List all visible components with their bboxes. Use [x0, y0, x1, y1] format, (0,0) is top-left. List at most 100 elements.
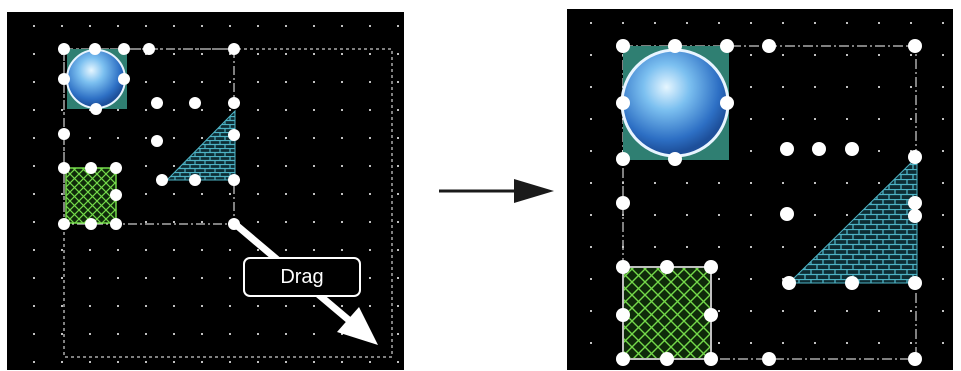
- grid-dot: [61, 333, 63, 335]
- grid-dot: [285, 221, 287, 223]
- grid-dot: [313, 165, 315, 167]
- crosshatch-square-icon[interactable]: [65, 167, 117, 224]
- selection-handle[interactable]: [704, 260, 718, 274]
- selection-handle[interactable]: [228, 43, 240, 55]
- brick-triangle-icon[interactable]: [165, 109, 236, 181]
- grid-dot: [397, 333, 399, 335]
- grid-dot: [285, 305, 287, 307]
- circle-object[interactable]: [620, 46, 730, 160]
- selection-handle[interactable]: [118, 73, 130, 85]
- grid-dot: [397, 221, 399, 223]
- selection-handle[interactable]: [151, 97, 163, 109]
- selection-handle[interactable]: [908, 196, 922, 210]
- selection-handle[interactable]: [616, 308, 630, 322]
- selection-handle[interactable]: [704, 352, 718, 366]
- grid-dot: [910, 22, 912, 24]
- grid-dot: [145, 193, 147, 195]
- selection-handle[interactable]: [58, 162, 70, 174]
- grid-dot: [814, 22, 816, 24]
- selection-handle[interactable]: [156, 174, 168, 186]
- selection-handle[interactable]: [616, 196, 630, 210]
- selection-handle[interactable]: [720, 96, 734, 110]
- selection-handle[interactable]: [762, 352, 776, 366]
- grid-dot: [397, 165, 399, 167]
- selection-handle[interactable]: [118, 43, 130, 55]
- selection-handle[interactable]: [228, 97, 240, 109]
- selection-handle[interactable]: [616, 352, 630, 366]
- selection-handle[interactable]: [85, 218, 97, 230]
- selection-handle[interactable]: [228, 174, 240, 186]
- selection-handle[interactable]: [908, 352, 922, 366]
- selection-handle[interactable]: [812, 142, 826, 156]
- grid-dot: [590, 54, 592, 56]
- selection-handle[interactable]: [780, 207, 794, 221]
- selection-handle[interactable]: [89, 43, 101, 55]
- selection-handle[interactable]: [58, 73, 70, 85]
- grid-dot: [814, 54, 816, 56]
- selection-handle[interactable]: [762, 39, 776, 53]
- grid-dot: [910, 118, 912, 120]
- selection-handle[interactable]: [58, 218, 70, 230]
- grid-dot: [782, 182, 784, 184]
- selection-handle[interactable]: [616, 96, 630, 110]
- grid-dot: [782, 54, 784, 56]
- selection-handle[interactable]: [90, 103, 102, 115]
- selection-handle[interactable]: [782, 276, 796, 290]
- grid-dot: [397, 305, 399, 307]
- selection-handle[interactable]: [704, 308, 718, 322]
- grid-dot: [117, 249, 119, 251]
- grid-dot: [942, 182, 944, 184]
- selection-handle[interactable]: [189, 97, 201, 109]
- grid-dot: [654, 246, 656, 248]
- grid-dot: [117, 305, 119, 307]
- grid-dot: [89, 333, 91, 335]
- selection-handle[interactable]: [143, 43, 155, 55]
- grid-dot: [341, 193, 343, 195]
- selection-handle[interactable]: [908, 39, 922, 53]
- selection-handle[interactable]: [660, 352, 674, 366]
- selection-handle[interactable]: [151, 135, 163, 147]
- grid-dot: [878, 118, 880, 120]
- selection-handle[interactable]: [668, 152, 682, 166]
- grid-dot: [257, 221, 259, 223]
- selection-handle[interactable]: [616, 152, 630, 166]
- grid-dot: [718, 310, 720, 312]
- grid-dot: [145, 333, 147, 335]
- selection-handle[interactable]: [660, 260, 674, 274]
- grid-dot: [61, 277, 63, 279]
- grid-dot: [782, 310, 784, 312]
- grid-dot: [61, 305, 63, 307]
- grid-dot: [61, 193, 63, 195]
- selection-handle[interactable]: [720, 39, 734, 53]
- selection-handle[interactable]: [228, 218, 240, 230]
- selection-handle[interactable]: [110, 218, 122, 230]
- selection-handle[interactable]: [616, 39, 630, 53]
- selection-handle[interactable]: [908, 276, 922, 290]
- after-panel: [567, 9, 953, 370]
- selection-handle[interactable]: [845, 142, 859, 156]
- grid-dot: [814, 342, 816, 344]
- selection-handle[interactable]: [189, 174, 201, 186]
- selection-handle[interactable]: [228, 129, 240, 141]
- grid-dot: [173, 81, 175, 83]
- grid-dot: [654, 22, 656, 24]
- brick-triangle-icon[interactable]: [787, 155, 918, 284]
- crosshatch-square-icon[interactable]: [622, 266, 712, 360]
- grid-dot: [257, 193, 259, 195]
- grid-dot: [750, 86, 752, 88]
- grid-dot: [33, 53, 35, 55]
- selection-handle[interactable]: [110, 189, 122, 201]
- selection-handle[interactable]: [616, 260, 630, 274]
- grid-dot: [369, 81, 371, 83]
- selection-handle[interactable]: [58, 43, 70, 55]
- selection-handle[interactable]: [58, 128, 70, 140]
- selection-handle[interactable]: [908, 150, 922, 164]
- selection-handle[interactable]: [668, 39, 682, 53]
- grid-dot: [369, 165, 371, 167]
- grid-dot: [341, 109, 343, 111]
- selection-handle[interactable]: [110, 162, 122, 174]
- selection-handle[interactable]: [845, 276, 859, 290]
- selection-handle[interactable]: [780, 142, 794, 156]
- selection-handle[interactable]: [85, 162, 97, 174]
- selection-handle[interactable]: [908, 209, 922, 223]
